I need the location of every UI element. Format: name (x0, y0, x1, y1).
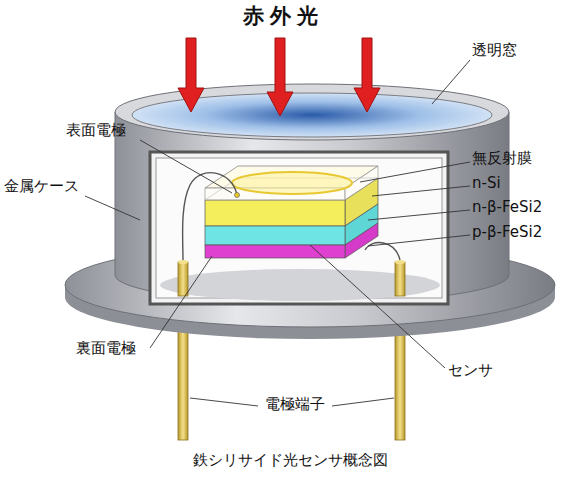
part-label: 透明窓 (472, 42, 517, 59)
part-label: 電極端子 (265, 396, 325, 413)
title: 赤外光 (243, 4, 324, 28)
part-label: n-β-FeSi2 (472, 199, 542, 216)
part-label: 無反射膜 (472, 150, 532, 167)
part-label: n-Si (472, 175, 501, 192)
part-label: p-β-FeSi2 (472, 224, 542, 241)
caption: 鉄シリサイド光センサ概念図 (193, 452, 388, 469)
part-label: センサ (448, 362, 493, 379)
part-label: 表面電極 (66, 122, 126, 139)
part-label: 裏面電極 (76, 340, 136, 357)
part-label: 金属ケース (4, 178, 79, 195)
